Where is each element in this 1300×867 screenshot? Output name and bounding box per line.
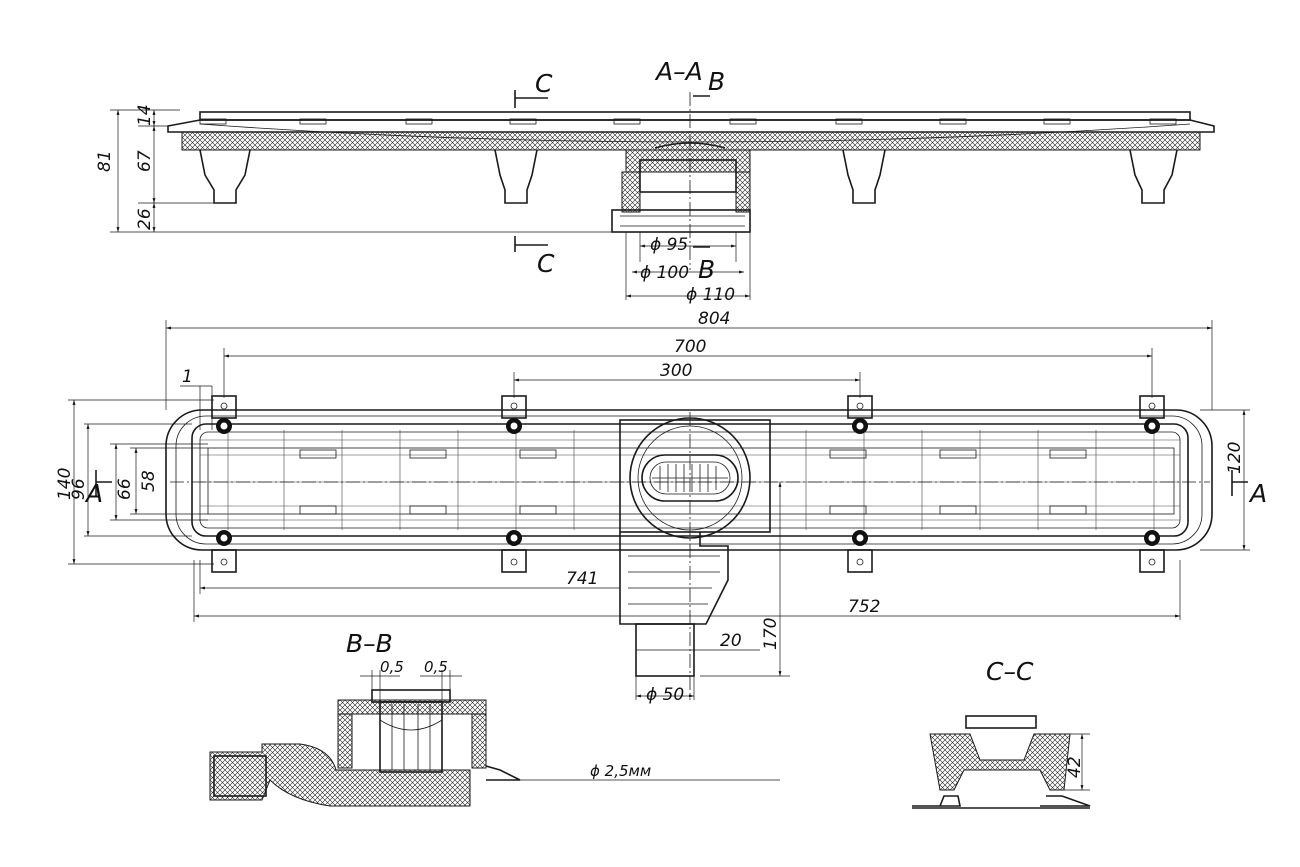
dim-741: 741 bbox=[566, 569, 598, 589]
marker-c-bottom: C bbox=[537, 249, 555, 278]
dim-120: 120 bbox=[1225, 442, 1245, 474]
dim-1: 1 bbox=[182, 367, 193, 387]
dim-05-left: 0,5 bbox=[380, 658, 404, 676]
section-aa-title: A–A bbox=[654, 57, 703, 86]
dim-26: 26 bbox=[135, 208, 155, 230]
section-bb-view bbox=[209, 670, 780, 807]
dim-300: 300 bbox=[660, 361, 692, 381]
dim-20: 20 bbox=[720, 631, 742, 651]
dim-phi50: ϕ 50 bbox=[646, 685, 684, 705]
dim-phi100: ϕ 100 bbox=[640, 263, 689, 283]
marker-a-right: A bbox=[1248, 479, 1267, 508]
mounting-tabs bbox=[211, 395, 1165, 573]
marker-b-bottom: B bbox=[698, 255, 715, 284]
section-cc-title: C–C bbox=[986, 657, 1034, 686]
dim-42: 42 bbox=[1065, 756, 1085, 778]
dim-05-right: 0,5 bbox=[424, 658, 448, 676]
section-cc-view bbox=[912, 715, 1091, 809]
dim-phi25: ϕ 2,5мм bbox=[590, 762, 651, 780]
marker-c-top: C bbox=[535, 69, 553, 98]
marker-a-left: A bbox=[84, 479, 103, 508]
outlet-body bbox=[611, 142, 751, 233]
labels: A–A B C C B 81 67 14 26 ϕ 95 ϕ 100 ϕ 110… bbox=[55, 57, 1267, 780]
dim-14: 14 bbox=[135, 104, 155, 126]
leg-group bbox=[199, 149, 1178, 204]
plan-view bbox=[68, 320, 1250, 700]
section-aa-view bbox=[110, 90, 1215, 300]
dim-66: 66 bbox=[115, 478, 135, 500]
dim-700: 700 bbox=[674, 337, 706, 357]
dim-phi95: ϕ 95 bbox=[650, 235, 688, 255]
dim-67: 67 bbox=[135, 150, 155, 172]
dim-752: 752 bbox=[848, 597, 880, 617]
marker-b-top: B bbox=[708, 67, 725, 96]
dim-804: 804 bbox=[698, 309, 730, 329]
dim-96: 96 bbox=[69, 478, 89, 500]
dim-phi110: ϕ 110 bbox=[686, 285, 735, 305]
dim-170: 170 bbox=[761, 618, 781, 650]
section-bb-title: B–B bbox=[346, 629, 393, 658]
dim-140: 140 bbox=[55, 468, 75, 500]
dim-58: 58 bbox=[139, 470, 159, 492]
drain-outlet bbox=[619, 417, 771, 677]
dim-81: 81 bbox=[95, 150, 115, 172]
